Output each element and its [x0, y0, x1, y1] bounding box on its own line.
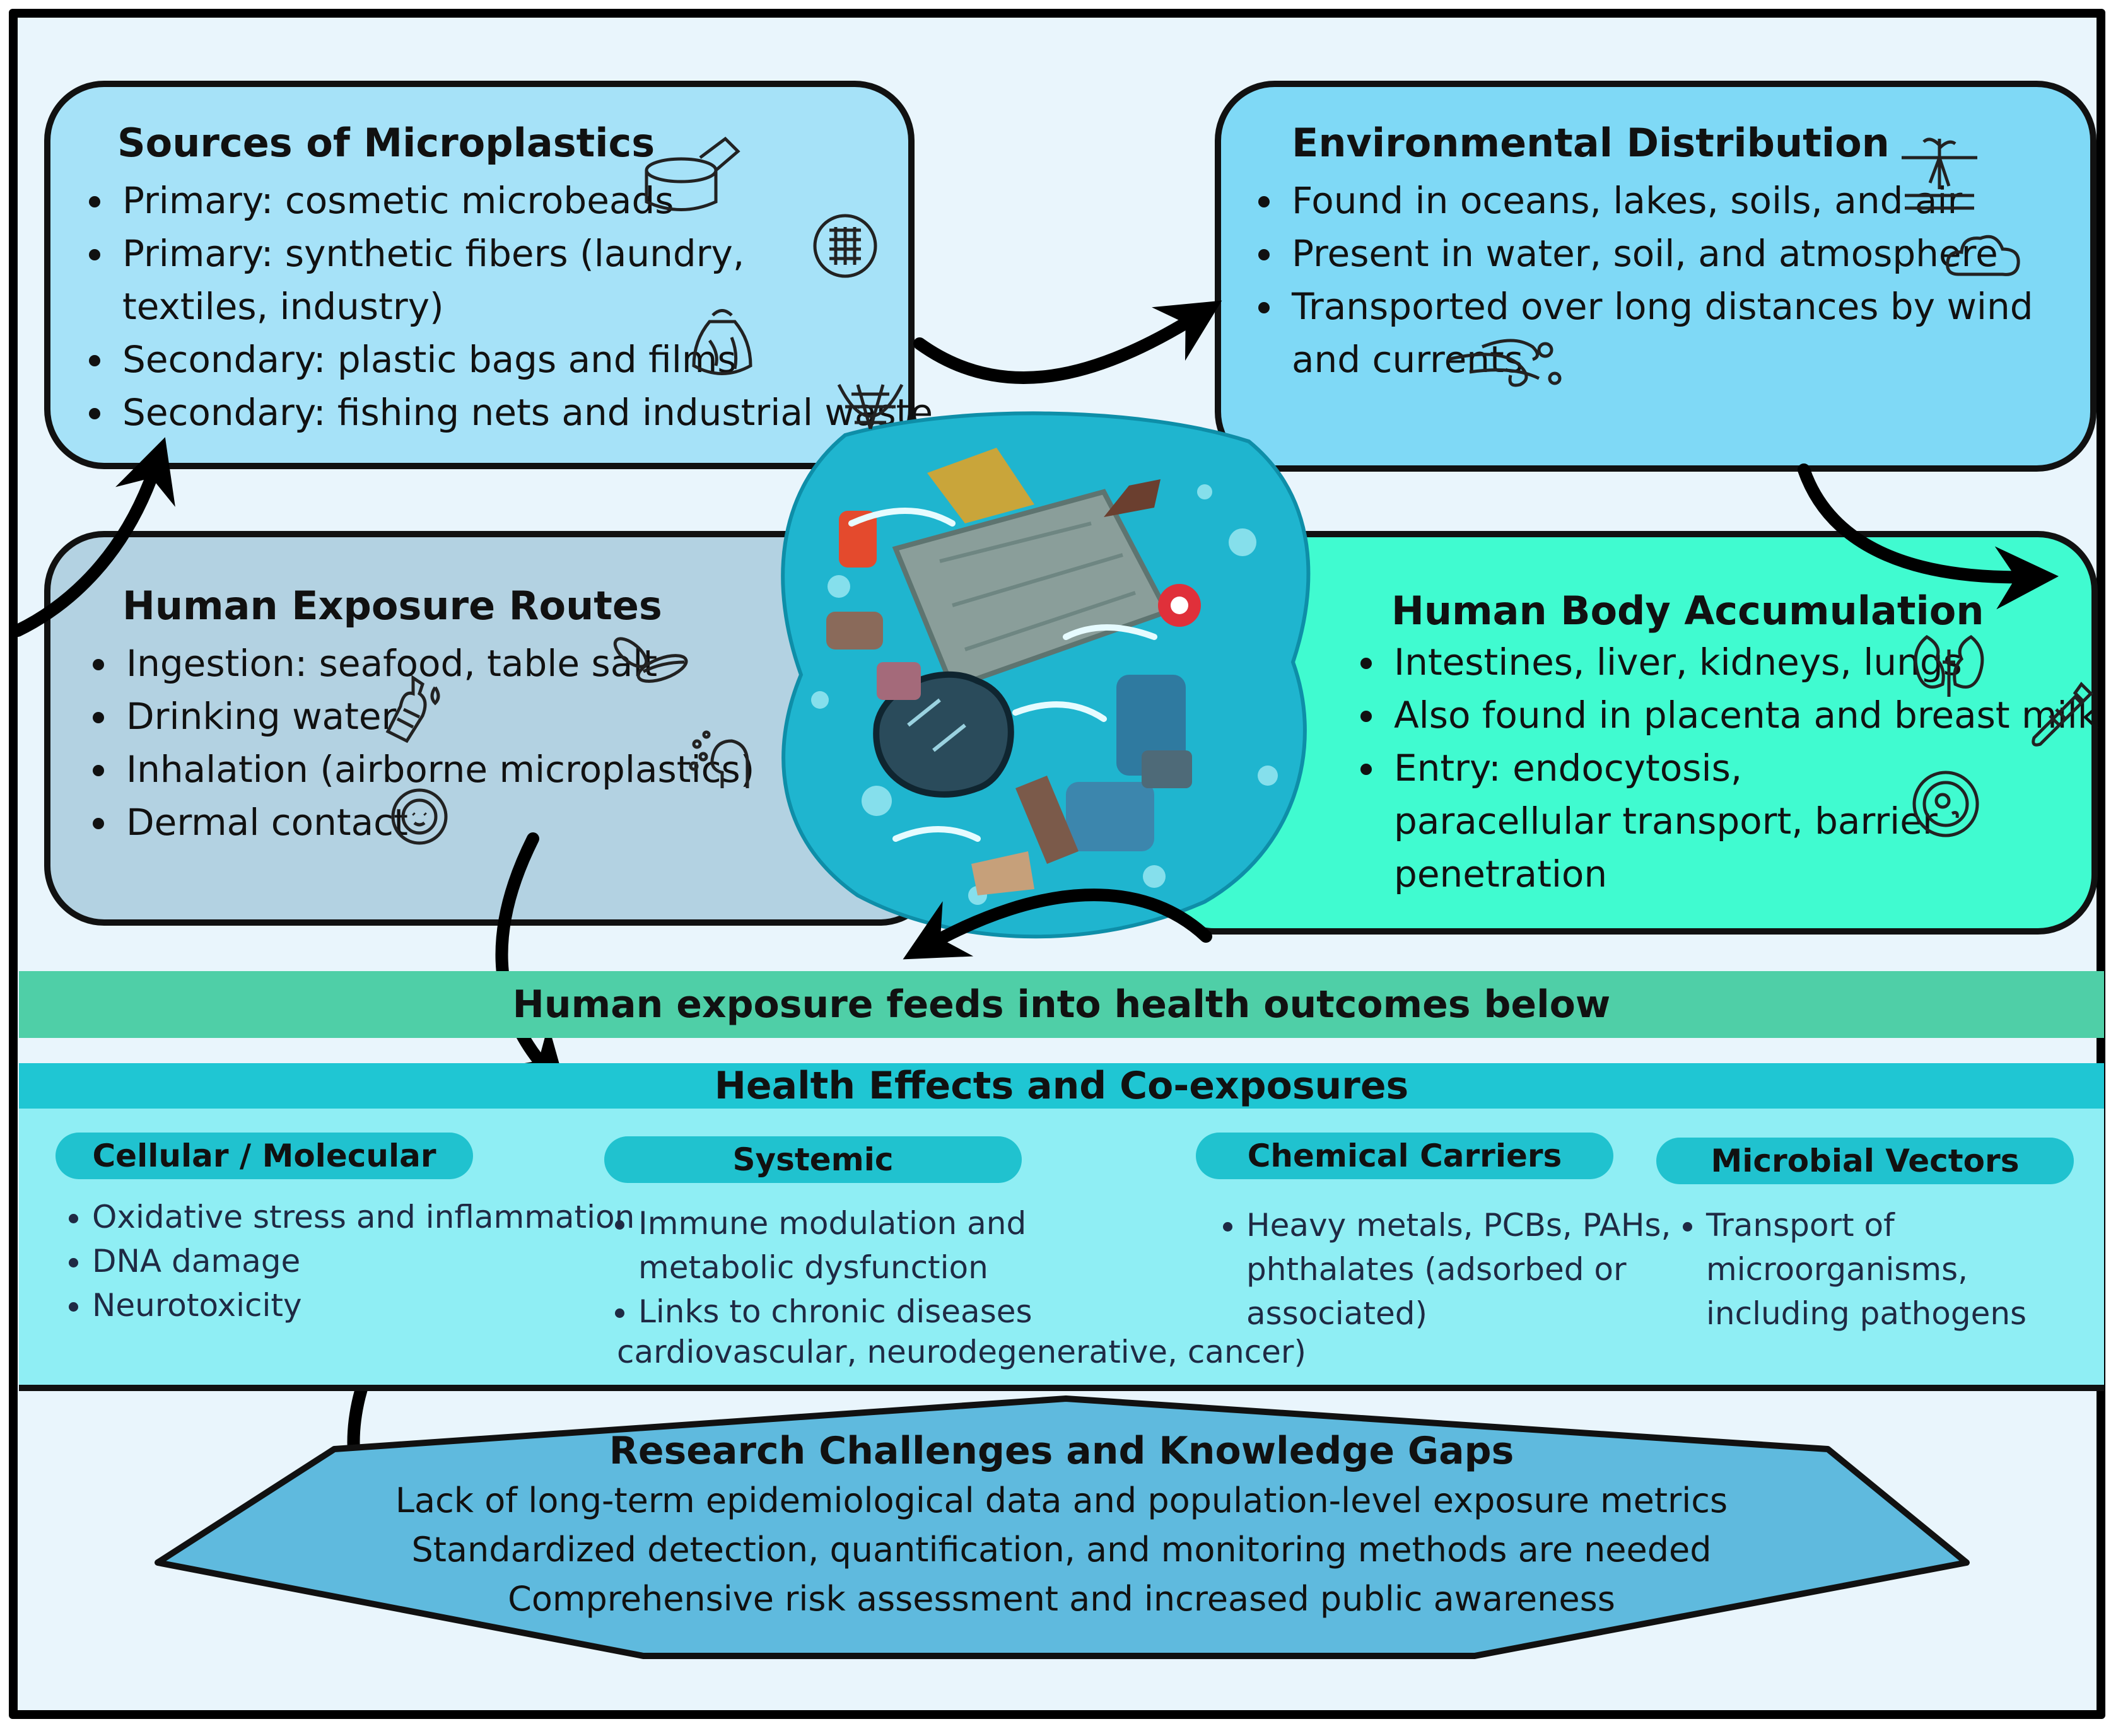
- list-item: Primary: cosmetic microbeads: [116, 174, 873, 227]
- list-item: Immune modulation and metabolic dysfunct…: [638, 1201, 1187, 1290]
- list-item: Found in oceans, lakes, soils, and air: [1285, 174, 2105, 227]
- water-bottle-icon: [385, 675, 440, 743]
- feed-banner: Human exposure feeds into health outcome…: [19, 971, 2104, 1038]
- pill-cellular-molecular: Cellular / Molecular: [56, 1133, 473, 1179]
- mussel-icon: [613, 637, 688, 683]
- research-line: Standardized detection, quantification, …: [411, 1530, 1712, 1570]
- inhalation-icon: [689, 730, 749, 788]
- body-title: Human Body Accumulation: [1391, 588, 1984, 634]
- pill-label: Cellular / Molecular: [92, 1138, 436, 1174]
- list-item: Secondary: plastic bags and films: [116, 333, 873, 386]
- pill-systemic: Systemic: [604, 1136, 1022, 1183]
- pill-label: Chemical Carriers: [1247, 1138, 1562, 1174]
- list-item: Entry: endocytosis, paracellular transpo…: [1388, 742, 1949, 900]
- list-item: Present in water, soil, and atmosphere: [1285, 227, 2105, 280]
- skin-contact-icon: [391, 788, 448, 845]
- list-item: Inhalation (airborne microplastics): [120, 743, 851, 796]
- pill-chemical-carriers: Chemical Carriers: [1196, 1133, 1613, 1179]
- fiber-spool-icon: [813, 214, 877, 278]
- systemic-list: Immune modulation and metabolic dysfunct…: [605, 1201, 1187, 1334]
- exposure-list: Ingestion: seafood, table salt Drinking …: [82, 637, 851, 849]
- list-item: DNA damage: [92, 1239, 622, 1283]
- cell-icon: [1912, 771, 1979, 837]
- environment-box: Environmental Distribution Found in ocea…: [1215, 81, 2097, 472]
- sources-title: Sources of Microplastics: [117, 120, 655, 166]
- body-box: Human Body Accumulation Intestines, live…: [1154, 531, 2098, 935]
- list-item: Neurotoxicity: [92, 1283, 622, 1327]
- environment-title: Environmental Distribution: [1292, 120, 1890, 166]
- pill-label: Systemic: [732, 1141, 894, 1178]
- cellular-list: Oxidative stress and inflammation DNA da…: [59, 1195, 635, 1327]
- list-item: Transport of microorganisms, including p…: [1706, 1203, 2059, 1336]
- pill-microbial-vectors: Microbial Vectors: [1656, 1138, 2074, 1184]
- research-title: Research Challenges and Knowledge Gaps: [609, 1429, 1514, 1473]
- list-item: Dermal contact: [120, 796, 851, 849]
- baby-bottle-icon: [2032, 682, 2093, 747]
- cream-jar-icon: [645, 136, 740, 211]
- pill-label: Microbial Vectors: [1711, 1143, 2020, 1179]
- microbial-list: Transport of microorganisms, including p…: [1673, 1203, 2059, 1336]
- health-title: Health Effects and Co-exposures: [714, 1064, 1409, 1108]
- list-item: Intestines, liver, kidneys, lungs: [1388, 636, 2094, 689]
- kidney-organ-icon: [1914, 634, 1984, 697]
- list-item: Heavy metals, PCBs, PAHs, phthalates (ad…: [1246, 1203, 1675, 1336]
- research-line: Comprehensive risk assessment and increa…: [508, 1579, 1615, 1619]
- sources-list: Primary: cosmetic microbeads Primary: sy…: [78, 174, 933, 439]
- list-item: Also found in placenta and breast milk: [1388, 689, 2098, 742]
- cloud-icon: [1946, 235, 2020, 276]
- list-item: Primary: synthetic fibers (laundry, text…: [116, 227, 873, 333]
- fishing-net-icon: [837, 383, 904, 429]
- soil-layers-icon: [1902, 137, 1977, 210]
- plastic-bag-icon: [692, 309, 752, 375]
- list-item: Drinking water: [120, 690, 851, 743]
- systemic-extra: cardiovascular, neurodegenerative, cance…: [617, 1334, 1306, 1370]
- feed-banner-label: Human exposure feeds into health outcome…: [512, 982, 1611, 1027]
- list-item: Ingestion: seafood, table salt: [120, 637, 851, 690]
- list-item: Secondary: fishing nets and industrial w…: [116, 386, 933, 439]
- wind-swirl-icon: [1447, 339, 1562, 387]
- chemical-list: Heavy metals, PCBs, PAHs, phthalates (ad…: [1214, 1203, 1675, 1336]
- exposure-title: Human Exposure Routes: [122, 583, 662, 629]
- health-title-bar: Health Effects and Co-exposures: [19, 1063, 2104, 1109]
- list-item: Links to chronic diseases: [638, 1290, 1187, 1334]
- research-line: Lack of long-term epidemiological data a…: [395, 1481, 1728, 1520]
- list-item: Oxidative stress and inflammation: [92, 1195, 635, 1239]
- body-list: Intestines, liver, kidneys, lungs Also f…: [1350, 636, 2098, 900]
- ocean-plastic-illustration: [781, 411, 1311, 939]
- sources-box: Sources of Microplastics Primary: cosmet…: [44, 81, 933, 469]
